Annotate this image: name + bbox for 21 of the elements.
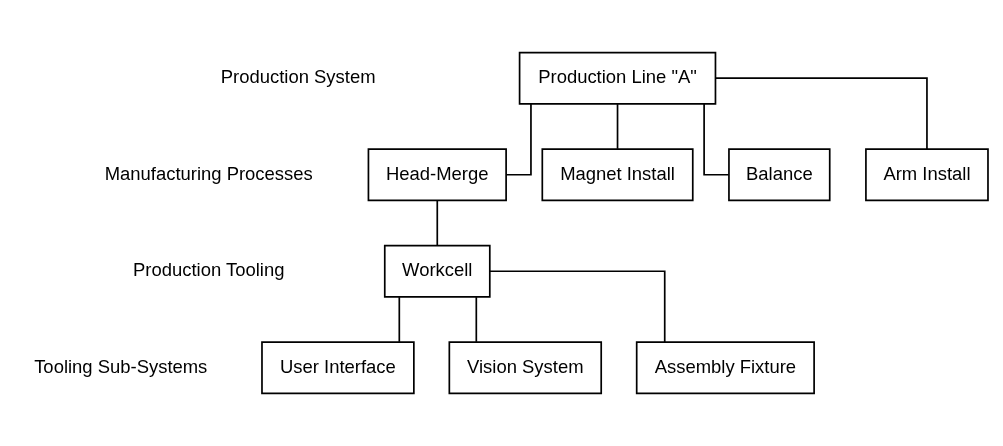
- node-box: Head-Merge: [367, 148, 507, 202]
- connector: [398, 296, 401, 343]
- connector: [715, 77, 928, 150]
- node-box: Vision System: [448, 341, 603, 395]
- node-box: Balance: [728, 148, 831, 202]
- label: Production Tooling: [133, 259, 285, 281]
- node-box: Magnet Install: [541, 148, 694, 202]
- node-box: Workcell: [383, 244, 491, 298]
- connector: [505, 103, 532, 176]
- label: Tooling Sub-Systems: [34, 355, 208, 377]
- connector: [489, 270, 666, 343]
- connector: [436, 199, 439, 247]
- connector: [703, 103, 730, 176]
- node-box: Assembly Fixture: [635, 341, 815, 395]
- node-box: Production Line "A": [518, 51, 717, 105]
- node-box: User Interface: [261, 341, 415, 395]
- label: Manufacturing Processes: [104, 162, 313, 184]
- node-box: Arm Install: [865, 148, 989, 202]
- connector: [616, 103, 619, 150]
- label: Production System: [220, 66, 376, 88]
- connector: [475, 296, 478, 343]
